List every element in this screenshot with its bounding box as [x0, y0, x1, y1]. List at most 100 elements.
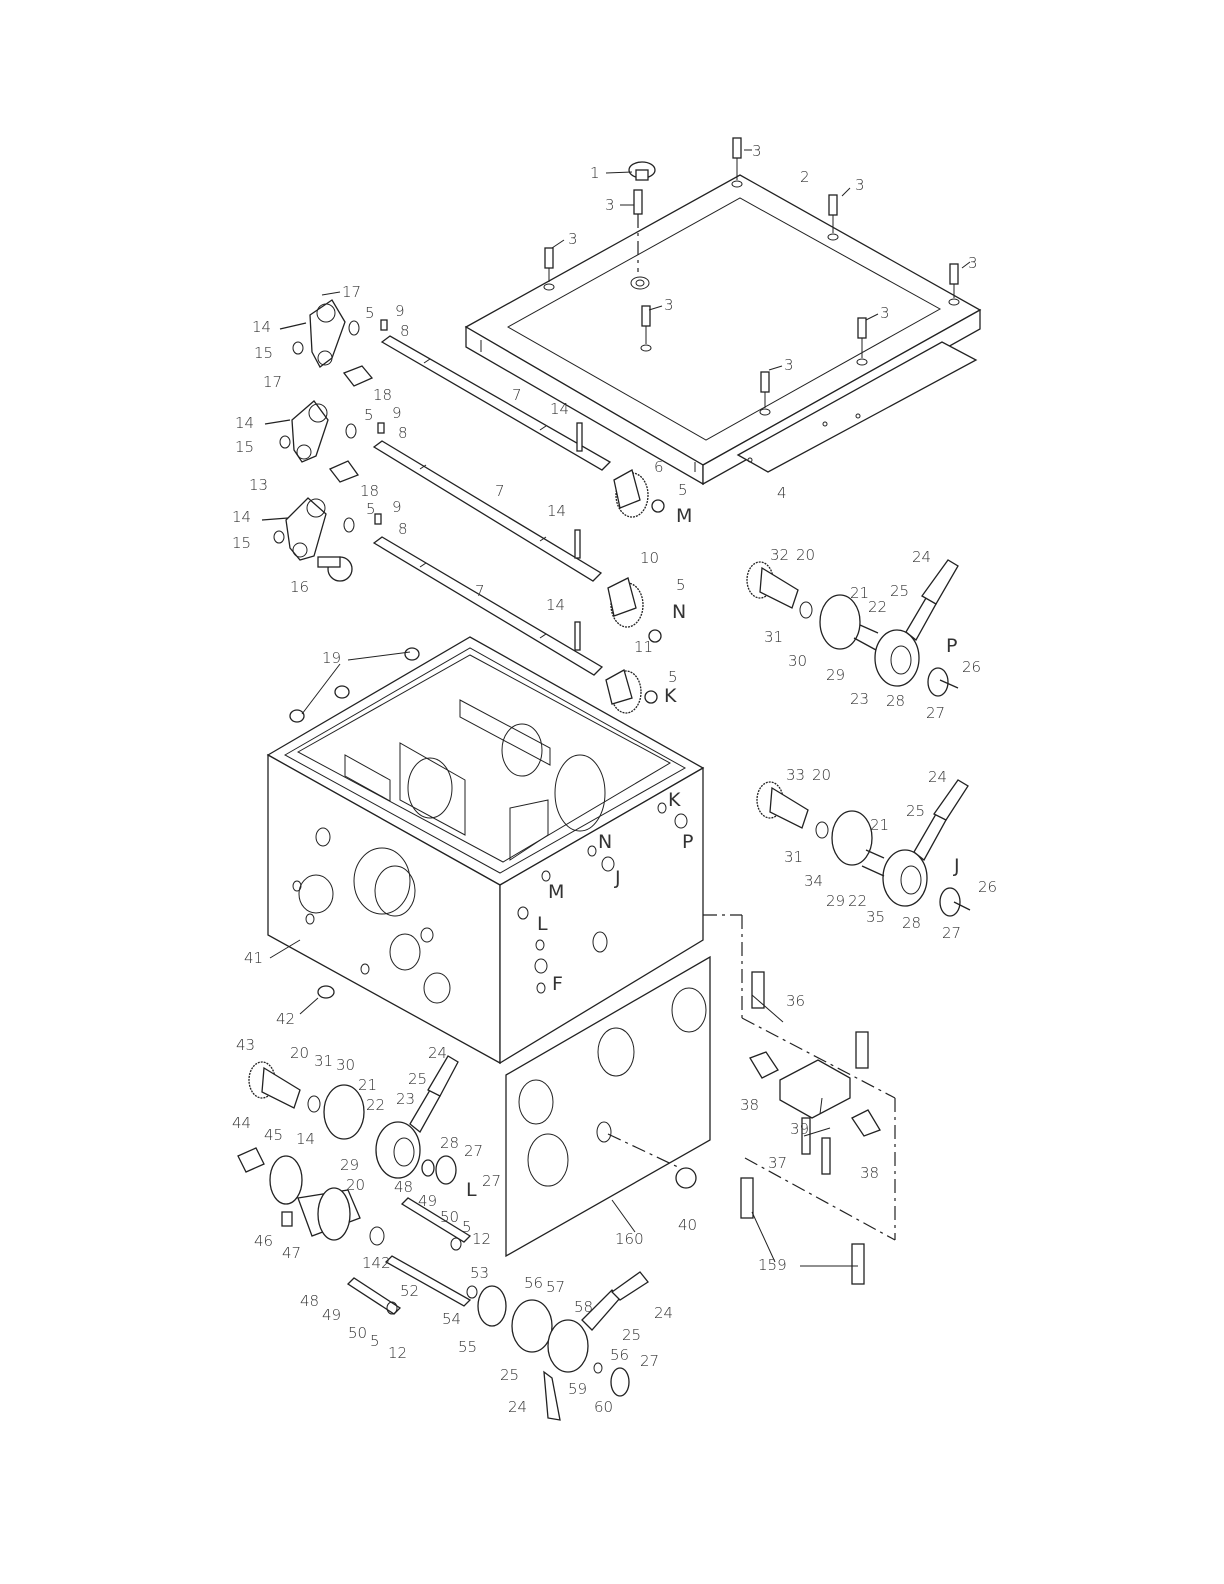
label-9: 9	[392, 498, 402, 516]
label-14: 14	[232, 508, 251, 526]
label-3: 3	[664, 296, 674, 314]
label-49: 49	[418, 1192, 437, 1210]
ref-letter-J: J	[614, 867, 621, 889]
label-7: 7	[512, 386, 522, 404]
label-22: 22	[366, 1096, 385, 1114]
label-36: 36	[786, 992, 805, 1010]
label-142: 142	[362, 1254, 391, 1272]
label-27: 27	[640, 1352, 659, 1370]
label-20: 20	[796, 546, 815, 564]
label-21: 21	[870, 816, 889, 834]
label-5: 5	[462, 1218, 472, 1236]
label-24: 24	[654, 1304, 673, 1322]
label-3: 3	[968, 254, 978, 272]
label-5: 5	[364, 406, 374, 424]
lever-arms	[285, 299, 346, 561]
ref-letter-M: M	[548, 881, 564, 903]
label-5: 5	[366, 500, 376, 518]
label-60: 60	[594, 1398, 613, 1416]
label-59: 59	[568, 1380, 587, 1398]
label-29: 29	[826, 892, 845, 910]
ref-letter-L: L	[537, 913, 548, 935]
label-27: 27	[464, 1142, 483, 1160]
label-58: 58	[574, 1298, 593, 1316]
label-29: 29	[826, 666, 845, 684]
label-20: 20	[290, 1044, 309, 1062]
label-50: 50	[348, 1324, 367, 1342]
label-13: 13	[249, 476, 268, 494]
label-38: 38	[860, 1164, 879, 1182]
shift-gears	[605, 469, 665, 714]
leader-lines	[269, 149, 971, 1267]
cover-plate	[464, 174, 982, 486]
label-27: 27	[482, 1172, 501, 1190]
label-32: 32	[770, 546, 789, 564]
side-panel	[505, 955, 711, 1258]
label-3: 3	[880, 304, 890, 322]
label-16: 16	[290, 578, 309, 596]
label-20: 20	[346, 1176, 365, 1194]
gearbox-housing	[266, 636, 705, 1065]
label-31: 31	[784, 848, 803, 866]
label-29: 29	[340, 1156, 359, 1174]
label-5: 5	[370, 1332, 380, 1350]
label-24: 24	[428, 1044, 447, 1062]
ref-letter-P: P	[682, 831, 693, 853]
label-22: 22	[848, 892, 867, 910]
label-43: 43	[236, 1036, 255, 1054]
label-23: 23	[396, 1090, 415, 1108]
label-160: 160	[615, 1230, 644, 1248]
label-57: 57	[546, 1278, 565, 1296]
label-5: 5	[676, 576, 686, 594]
label-40: 40	[678, 1216, 697, 1234]
selector-assembly-middle	[756, 779, 971, 917]
label-25: 25	[890, 582, 909, 600]
label-14: 14	[296, 1130, 315, 1148]
label-54: 54	[442, 1310, 461, 1328]
shaft-pins	[574, 422, 583, 651]
label-27: 27	[926, 704, 945, 722]
label-49: 49	[322, 1306, 341, 1324]
label-12: 12	[472, 1230, 491, 1248]
label-7: 7	[475, 582, 485, 600]
label-35: 35	[866, 908, 885, 926]
label-24: 24	[928, 768, 947, 786]
label-52: 52	[400, 1282, 419, 1300]
label-38: 38	[740, 1096, 759, 1114]
label-24: 24	[912, 548, 931, 566]
label-25: 25	[500, 1366, 519, 1384]
selector-assembly-upper	[746, 559, 959, 697]
label-21: 21	[850, 584, 869, 602]
label-41: 41	[244, 949, 263, 967]
label-56: 56	[610, 1346, 629, 1364]
label-6: 6	[654, 458, 664, 476]
label-56: 56	[524, 1274, 543, 1292]
ref-letter-P: P	[946, 635, 957, 657]
label-21: 21	[358, 1076, 377, 1094]
label-42: 42	[276, 1010, 295, 1028]
ref-letter-M: M	[676, 505, 692, 527]
label-46: 46	[254, 1232, 273, 1250]
label-55: 55	[458, 1338, 477, 1356]
label-3: 3	[784, 356, 794, 374]
ref-letter-F: F	[552, 973, 563, 995]
label-27: 27	[942, 924, 961, 942]
label-50: 50	[440, 1208, 459, 1226]
label-4: 4	[777, 484, 787, 502]
label-5: 5	[365, 304, 375, 322]
label-25: 25	[622, 1326, 641, 1344]
bushing	[317, 985, 335, 999]
label-47: 47	[282, 1244, 301, 1262]
part-number-labels: 1 3 3 2 3 3 3 3 3 3 4 17 14 15 5 9 8 18 …	[232, 142, 997, 1416]
label-14: 14	[546, 596, 565, 614]
lever-small-parts	[261, 319, 388, 582]
ref-letter-J: J	[953, 855, 960, 877]
label-12: 12	[388, 1344, 407, 1362]
label-3: 3	[752, 142, 762, 160]
label-48: 48	[394, 1178, 413, 1196]
label-15: 15	[232, 534, 251, 552]
label-1: 1	[590, 164, 600, 182]
label-24: 24	[508, 1398, 527, 1416]
label-26: 26	[962, 658, 981, 676]
